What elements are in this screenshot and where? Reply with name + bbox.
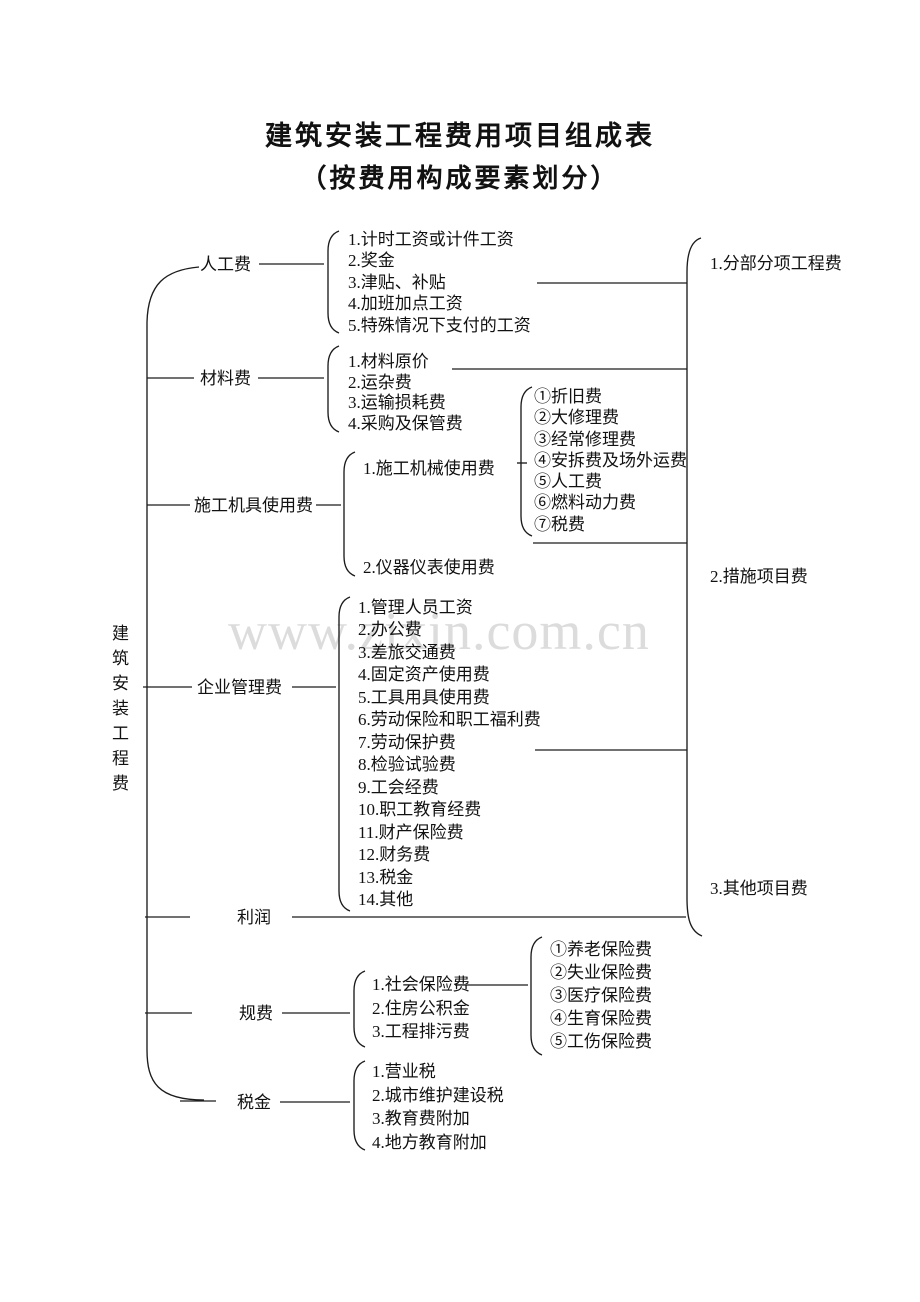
management-item: 9.工会经费 (358, 777, 439, 797)
machine-sub-item: ⑤人工费 (534, 472, 602, 492)
right-label-subdivisional-work: 1.分部分项工程费 (710, 254, 842, 273)
diagram-subtitle: （按费用构成要素划分） (300, 164, 620, 193)
labor-item: 4.加班加点工资 (348, 294, 463, 314)
fees-item-list: 1.社会保险费 2.住房公积金 3.工程排污费 (372, 973, 470, 1044)
machinery-brace (343, 451, 356, 577)
machine-sub-item: ④安拆费及场外运费 (534, 450, 687, 470)
labor-item: 2.奖金 (348, 251, 395, 271)
right-label-measures: 2.措施项目费 (710, 567, 808, 586)
branch-label-profit: 利润 (237, 908, 271, 927)
material-item: 1.材料原价 (348, 352, 429, 371)
social-sub-list: ①养老保险费 ②失业保险费 ③医疗保险费 ④生育保险费 ⑤工伤保险费 (550, 938, 652, 1053)
material-item-list: 1.材料原价 2.运杂费 3.运输损耗费 4.采购及保管费 (348, 352, 463, 435)
diagram-title: 建筑安装工程费用项目组成表 (265, 121, 655, 151)
social-sub-item: ②失业保险费 (550, 963, 652, 982)
social-sub-item: ①养老保险费 (550, 940, 652, 959)
right-label-other: 3.其他项目费 (710, 879, 808, 898)
management-item-list: 1.管理人员工资 2.办公费 3.差旅交通费 4.固定资产使用费 5.工具用具使… (358, 597, 541, 912)
management-item: 6.劳动保险和职工福利费 (358, 710, 541, 730)
machine-sub-item: ③经常修理费 (534, 429, 636, 449)
branch-label-material: 材料费 (200, 369, 251, 388)
management-item: 1.管理人员工资 (358, 598, 473, 617)
social-sub-item: ⑤工伤保险费 (550, 1032, 652, 1051)
labor-item-list: 1.计时工资或计件工资 2.奖金 3.津贴、补贴 4.加班加点工资 5.特殊情况… (348, 229, 531, 336)
branch-label-tax: 税金 (237, 1093, 271, 1112)
material-item: 3.运输损耗费 (348, 393, 446, 413)
management-item: 3.差旅交通费 (358, 642, 456, 662)
machinery-item: 1.施工机械使用费 (363, 459, 495, 478)
material-item: 4.采购及保管费 (348, 414, 463, 434)
fees-item: 2.住房公积金 (372, 998, 470, 1018)
management-brace (338, 596, 351, 912)
labor-item: 5.特殊情况下支付的工资 (348, 315, 531, 335)
management-item: 7.劳动保护费 (358, 732, 456, 752)
machinery-item: 2.仪器仪表使用费 (363, 558, 495, 577)
management-item: 12.财务费 (358, 845, 431, 865)
management-item: 13.税金 (358, 867, 414, 887)
tax-item: 1.营业税 (372, 1062, 436, 1081)
tax-item-list: 1.营业税 2.城市维护建设税 3.教育费附加 4.地方教育附加 (372, 1060, 504, 1155)
branch-label-machinery: 施工机具使用费 (194, 496, 313, 515)
branch-label-management: 企业管理费 (197, 678, 282, 697)
management-item: 4.固定资产使用费 (358, 665, 490, 685)
material-item: 2.运杂费 (348, 372, 412, 392)
tax-item: 4.地方教育附加 (372, 1133, 487, 1153)
machine-sub-item: ②大修理费 (534, 408, 619, 428)
machine-sub-item: ⑥燃料动力费 (534, 493, 636, 513)
social-sub-brace (530, 936, 543, 1056)
root-label: 建筑安装工程费 (109, 624, 128, 799)
management-item: 5.工具用具使用费 (358, 687, 490, 707)
right-group-bracket (686, 237, 703, 937)
social-sub-item: ③医疗保险费 (550, 986, 652, 1005)
social-sub-item: ④生育保险费 (550, 1009, 652, 1028)
material-brace (327, 345, 340, 433)
main-trunk-brace (146, 266, 205, 1101)
tax-brace (353, 1060, 366, 1151)
management-item: 14.其他 (358, 890, 414, 910)
labor-item: 3.津贴、补贴 (348, 272, 446, 292)
fees-brace (353, 970, 366, 1048)
management-item: 11.财产保险费 (358, 822, 464, 842)
fees-item: 1.社会保险费 (372, 975, 470, 994)
labor-item: 1.计时工资或计件工资 (348, 230, 514, 249)
management-item: 2.办公费 (358, 620, 422, 640)
management-item: 10.职工教育经费 (358, 800, 482, 820)
tax-item: 3.教育费附加 (372, 1109, 470, 1129)
tax-item: 2.城市维护建设税 (372, 1085, 504, 1105)
branch-label-labor: 人工费 (200, 255, 251, 274)
labor-brace (327, 230, 340, 334)
branch-label-fees: 规费 (239, 1004, 273, 1023)
machine-sub-brace (520, 386, 533, 537)
watermark: www.zixin.com.cn (228, 601, 650, 661)
machine-sub-item: ①折旧费 (534, 387, 602, 406)
machine-sub-item: ⑦税费 (534, 514, 585, 534)
machine-sub-list: ①折旧费 ②大修理费 ③经常修理费 ④安拆费及场外运费 ⑤人工费 ⑥燃料动力费 … (534, 386, 687, 535)
management-item: 8.检验试验费 (358, 755, 456, 775)
fees-item: 3.工程排污费 (372, 1022, 470, 1042)
